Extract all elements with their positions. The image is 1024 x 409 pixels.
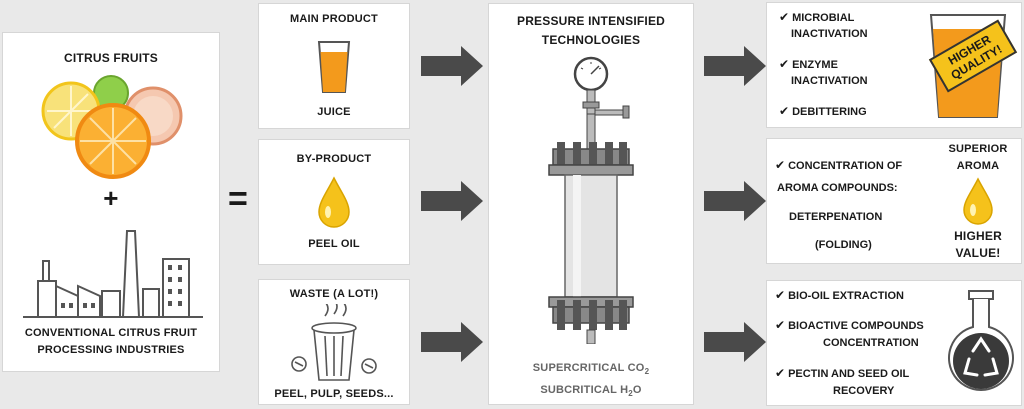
subcritical-h2o-label: SUBCRITICAL H2O (540, 384, 642, 399)
outcome-item: ✔MICROBIAL (779, 10, 855, 24)
outcome-item: ✔ENZYME (779, 57, 838, 71)
waste-outcome-panel: ✔BIO-OIL EXTRACTION ✔BIOACTIVE COMPOUNDS… (766, 280, 1022, 406)
outcome-item: ✔BIOACTIVE COMPOUNDS (775, 318, 924, 332)
by-product-panel: BY-PRODUCT PEEL OIL (258, 139, 410, 265)
supercritical-co2-label: SUPERCRITICAL CO2 (532, 362, 650, 377)
outcome-item: ✔PECTIN AND SEED OIL (775, 366, 910, 380)
citrus-industry-panel: CITRUS FRUITS + (2, 32, 220, 372)
plus-sign: + (103, 183, 119, 213)
center-title-line1: PRESSURE INTENSIFIED (516, 14, 666, 28)
outcome-item: (FOLDING) (815, 239, 872, 251)
outcome-item: ✔DEBITTERING (779, 104, 867, 118)
arrow-right-icon (421, 46, 483, 86)
juice-outcome-panel: ✔MICROBIAL INACTIVATION ✔ENZYME INACTIVA… (766, 2, 1022, 128)
outcome-item: INACTIVATION (791, 28, 868, 40)
reactor-vessel-icon (548, 56, 634, 344)
by-product-title: BY-PRODUCT (296, 153, 372, 165)
citrus-fruits-icon (41, 75, 183, 179)
check-icon: ✔ (779, 104, 790, 118)
recycling-flask-icon (948, 290, 1014, 391)
higher-value-label-line2: VALUE! (955, 246, 1001, 260)
waste-items-label: PEEL, PULP, SEEDS... (274, 388, 394, 400)
outcome-item: AROMA COMPOUNDS: (777, 182, 898, 194)
peel-oil-label: PEEL OIL (308, 238, 360, 250)
pressure-technologies-panel: PRESSURE INTENSIFIED TECHNOLOGIES SUPERC… (488, 3, 694, 405)
outcome-item: CONCENTRATION (823, 337, 919, 349)
equals-sign: = (227, 180, 249, 218)
main-product-panel: MAIN PRODUCT JUICE (258, 3, 410, 129)
arrow-right-icon (704, 322, 766, 362)
industry-label-line2: PROCESSING INDUSTRIES (37, 344, 185, 356)
arrow-right-icon (421, 181, 483, 221)
oil-drop-icon (963, 177, 993, 225)
center-title-line2: TECHNOLOGIES (541, 33, 641, 47)
main-product-title: MAIN PRODUCT (290, 13, 378, 25)
check-icon: ✔ (775, 288, 786, 302)
waste-panel: WASTE (A LOT!) PEEL, PULP, SEEDS... (258, 279, 410, 405)
outcome-item: RECOVERY (833, 385, 895, 397)
outcome-item: ✔CONCENTRATION OF (775, 158, 903, 172)
check-icon: ✔ (779, 10, 790, 24)
outcome-item: ✔BIO-OIL EXTRACTION (775, 288, 904, 302)
outcome-item: INACTIVATION (791, 75, 868, 87)
arrow-right-icon (421, 322, 483, 362)
trash-can-icon (291, 304, 377, 381)
superior-aroma-label-line2: AROMA (956, 160, 1000, 172)
factory-icon (23, 230, 203, 318)
check-icon: ✔ (775, 366, 786, 380)
superior-aroma-label-line1: SUPERIOR (948, 143, 1008, 155)
arrow-right-icon (704, 181, 766, 221)
higher-value-label-line1: HIGHER (954, 229, 1002, 243)
check-icon: ✔ (775, 318, 786, 332)
oil-drop-icon (318, 176, 350, 228)
juice-glass-icon (317, 41, 351, 93)
oil-outcome-panel: ✔CONCENTRATION OF AROMA COMPOUNDS: DETER… (766, 138, 1022, 264)
industry-label-line1: CONVENTIONAL CITRUS FRUIT (24, 327, 198, 339)
waste-title: WASTE (A LOT!) (289, 288, 379, 300)
outcome-item: DETERPENATION (789, 211, 883, 223)
check-icon: ✔ (779, 57, 790, 71)
arrow-right-icon (704, 46, 766, 86)
citrus-fruits-title: CITRUS FRUITS (64, 51, 158, 65)
check-icon: ✔ (775, 158, 786, 172)
juice-label: JUICE (317, 106, 351, 118)
